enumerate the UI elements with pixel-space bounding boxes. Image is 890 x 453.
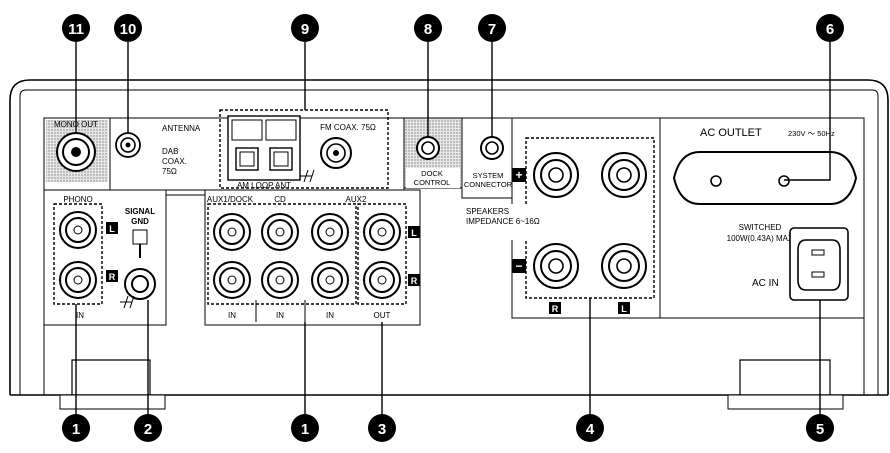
aux2-in-l-jack xyxy=(311,213,349,251)
ac-outlet-socket xyxy=(672,151,858,205)
system-label-line1: SYSTEM xyxy=(473,171,504,180)
speaker-terminal-r-plus xyxy=(533,152,579,198)
svg-text:9: 9 xyxy=(301,21,309,38)
aux2-r-text: R xyxy=(411,276,418,286)
phono-in-label: IN xyxy=(76,311,84,320)
svg-text:6: 6 xyxy=(826,21,834,38)
callout-7: 7 xyxy=(478,14,506,42)
callout-6: 6 xyxy=(816,14,844,42)
aux2-r-badge xyxy=(408,274,420,286)
antenna-label: ANTENNA xyxy=(162,124,201,133)
speaker-terminal-l-minus xyxy=(601,243,647,289)
svg-text:1: 1 xyxy=(72,421,80,438)
plus-badge xyxy=(512,168,526,182)
svg-text:7: 7 xyxy=(488,21,496,38)
svg-text:8: 8 xyxy=(424,21,432,38)
speaker-terminal-r-minus xyxy=(533,243,579,289)
cd-label: CD xyxy=(274,195,286,204)
plus-sign: + xyxy=(515,168,522,182)
cd-in-label: IN xyxy=(276,311,284,320)
svg-text:3: 3 xyxy=(378,421,386,438)
speakers-label-line1: SPEAKERS xyxy=(466,207,509,216)
am-loop-terminal xyxy=(227,115,301,181)
aux1-r-jack xyxy=(213,261,251,299)
dock-label-line2: CONTROL xyxy=(414,178,451,187)
callout-10: 10 xyxy=(114,14,142,42)
fm-coax-label: FM COAX. 75Ω xyxy=(320,123,376,132)
phono-group-box xyxy=(53,203,103,305)
ac-in-socket xyxy=(789,227,849,301)
aux2-out-group-box xyxy=(357,203,407,305)
signal-gnd-line2: GND xyxy=(131,217,149,226)
callout-11: 11 xyxy=(62,14,90,42)
phono-l-jack xyxy=(59,211,97,249)
fm-coax-jack xyxy=(320,137,352,169)
ac-outlet-spec: 230V ～ 50Hz xyxy=(788,129,835,138)
dab-label-line3: 75Ω xyxy=(162,167,177,176)
aux2-out-r-jack xyxy=(363,261,401,299)
antenna-group-box xyxy=(219,109,389,189)
system-connector-jack xyxy=(480,136,504,160)
phono-r-text: R xyxy=(109,272,116,282)
aux2-in-r-jack xyxy=(311,261,349,299)
svg-text:2: 2 xyxy=(144,421,152,438)
cd-r-jack xyxy=(261,261,299,299)
speaker-terminal-l-plus xyxy=(601,152,647,198)
phono-r-badge xyxy=(106,270,118,282)
dock-control-jack xyxy=(416,136,440,160)
callout-3: 3 xyxy=(368,414,396,442)
speakers-label-line2: IMPEDANCE 6~16Ω xyxy=(466,217,540,226)
phono-r-jack xyxy=(59,261,97,299)
aux2-out-l-jack xyxy=(363,213,401,251)
aux1-l-jack xyxy=(213,213,251,251)
signal-gnd-line1: SIGNAL xyxy=(125,207,155,216)
aux2-label: AUX2 xyxy=(346,195,367,204)
callout-1-phono: 1 xyxy=(62,414,90,442)
am-loop-label: AM LOOP ANT xyxy=(237,181,291,190)
signal-gnd-terminal xyxy=(120,229,156,309)
cd-l-jack xyxy=(261,213,299,251)
dock-label-line1: DOCK xyxy=(421,169,443,178)
dab-coax-jack xyxy=(115,132,141,158)
inputs-module xyxy=(43,189,421,326)
speaker-l-badge xyxy=(618,302,630,314)
aux2-in-label: IN xyxy=(326,311,334,320)
aux2-l-text: L xyxy=(411,228,417,238)
dab-label-line1: DAB xyxy=(162,147,178,156)
dab-label-line2: COAX. xyxy=(162,157,187,166)
phono-label: PHONO xyxy=(63,195,92,204)
phono-l-text: L xyxy=(109,224,115,234)
switched-label-line2: 100W(0.43A) MAX xyxy=(727,234,794,243)
callout-lines xyxy=(75,42,831,418)
ac-outlet-label: AC OUTLET xyxy=(700,127,762,139)
aux2-l-badge xyxy=(408,226,420,238)
phono-l-badge xyxy=(106,222,118,234)
ac-in-label: AC IN xyxy=(752,278,779,289)
aux1-dock-label: AUX1/DOCK xyxy=(207,195,254,204)
svg-text:5: 5 xyxy=(816,421,824,438)
svg-text:11: 11 xyxy=(68,21,84,38)
mono-out-jack xyxy=(56,132,96,172)
minus-badge xyxy=(512,259,526,273)
callout-4: 4 xyxy=(576,414,604,442)
ground-symbol-am xyxy=(300,169,315,183)
svg-text:10: 10 xyxy=(120,21,137,38)
speaker-r-text: R xyxy=(552,304,559,314)
callout-2: 2 xyxy=(134,414,162,442)
callout-1-inputs: 1 xyxy=(291,414,319,442)
system-label-line2: CONNECTOR xyxy=(464,180,513,189)
minus-sign: − xyxy=(515,259,522,273)
svg-text:4: 4 xyxy=(586,421,595,438)
aux1-in-label: IN xyxy=(228,311,236,320)
aux2-out-label: OUT xyxy=(374,311,391,320)
callout-5: 5 xyxy=(806,414,834,442)
callout-8: 8 xyxy=(414,14,442,42)
speaker-r-badge xyxy=(549,302,561,314)
speaker-l-text: L xyxy=(621,304,627,314)
svg-text:1: 1 xyxy=(301,421,309,438)
switched-label-line1: SWITCHED xyxy=(739,223,782,232)
callout-9: 9 xyxy=(291,14,319,42)
inputs-group-box xyxy=(207,203,357,305)
